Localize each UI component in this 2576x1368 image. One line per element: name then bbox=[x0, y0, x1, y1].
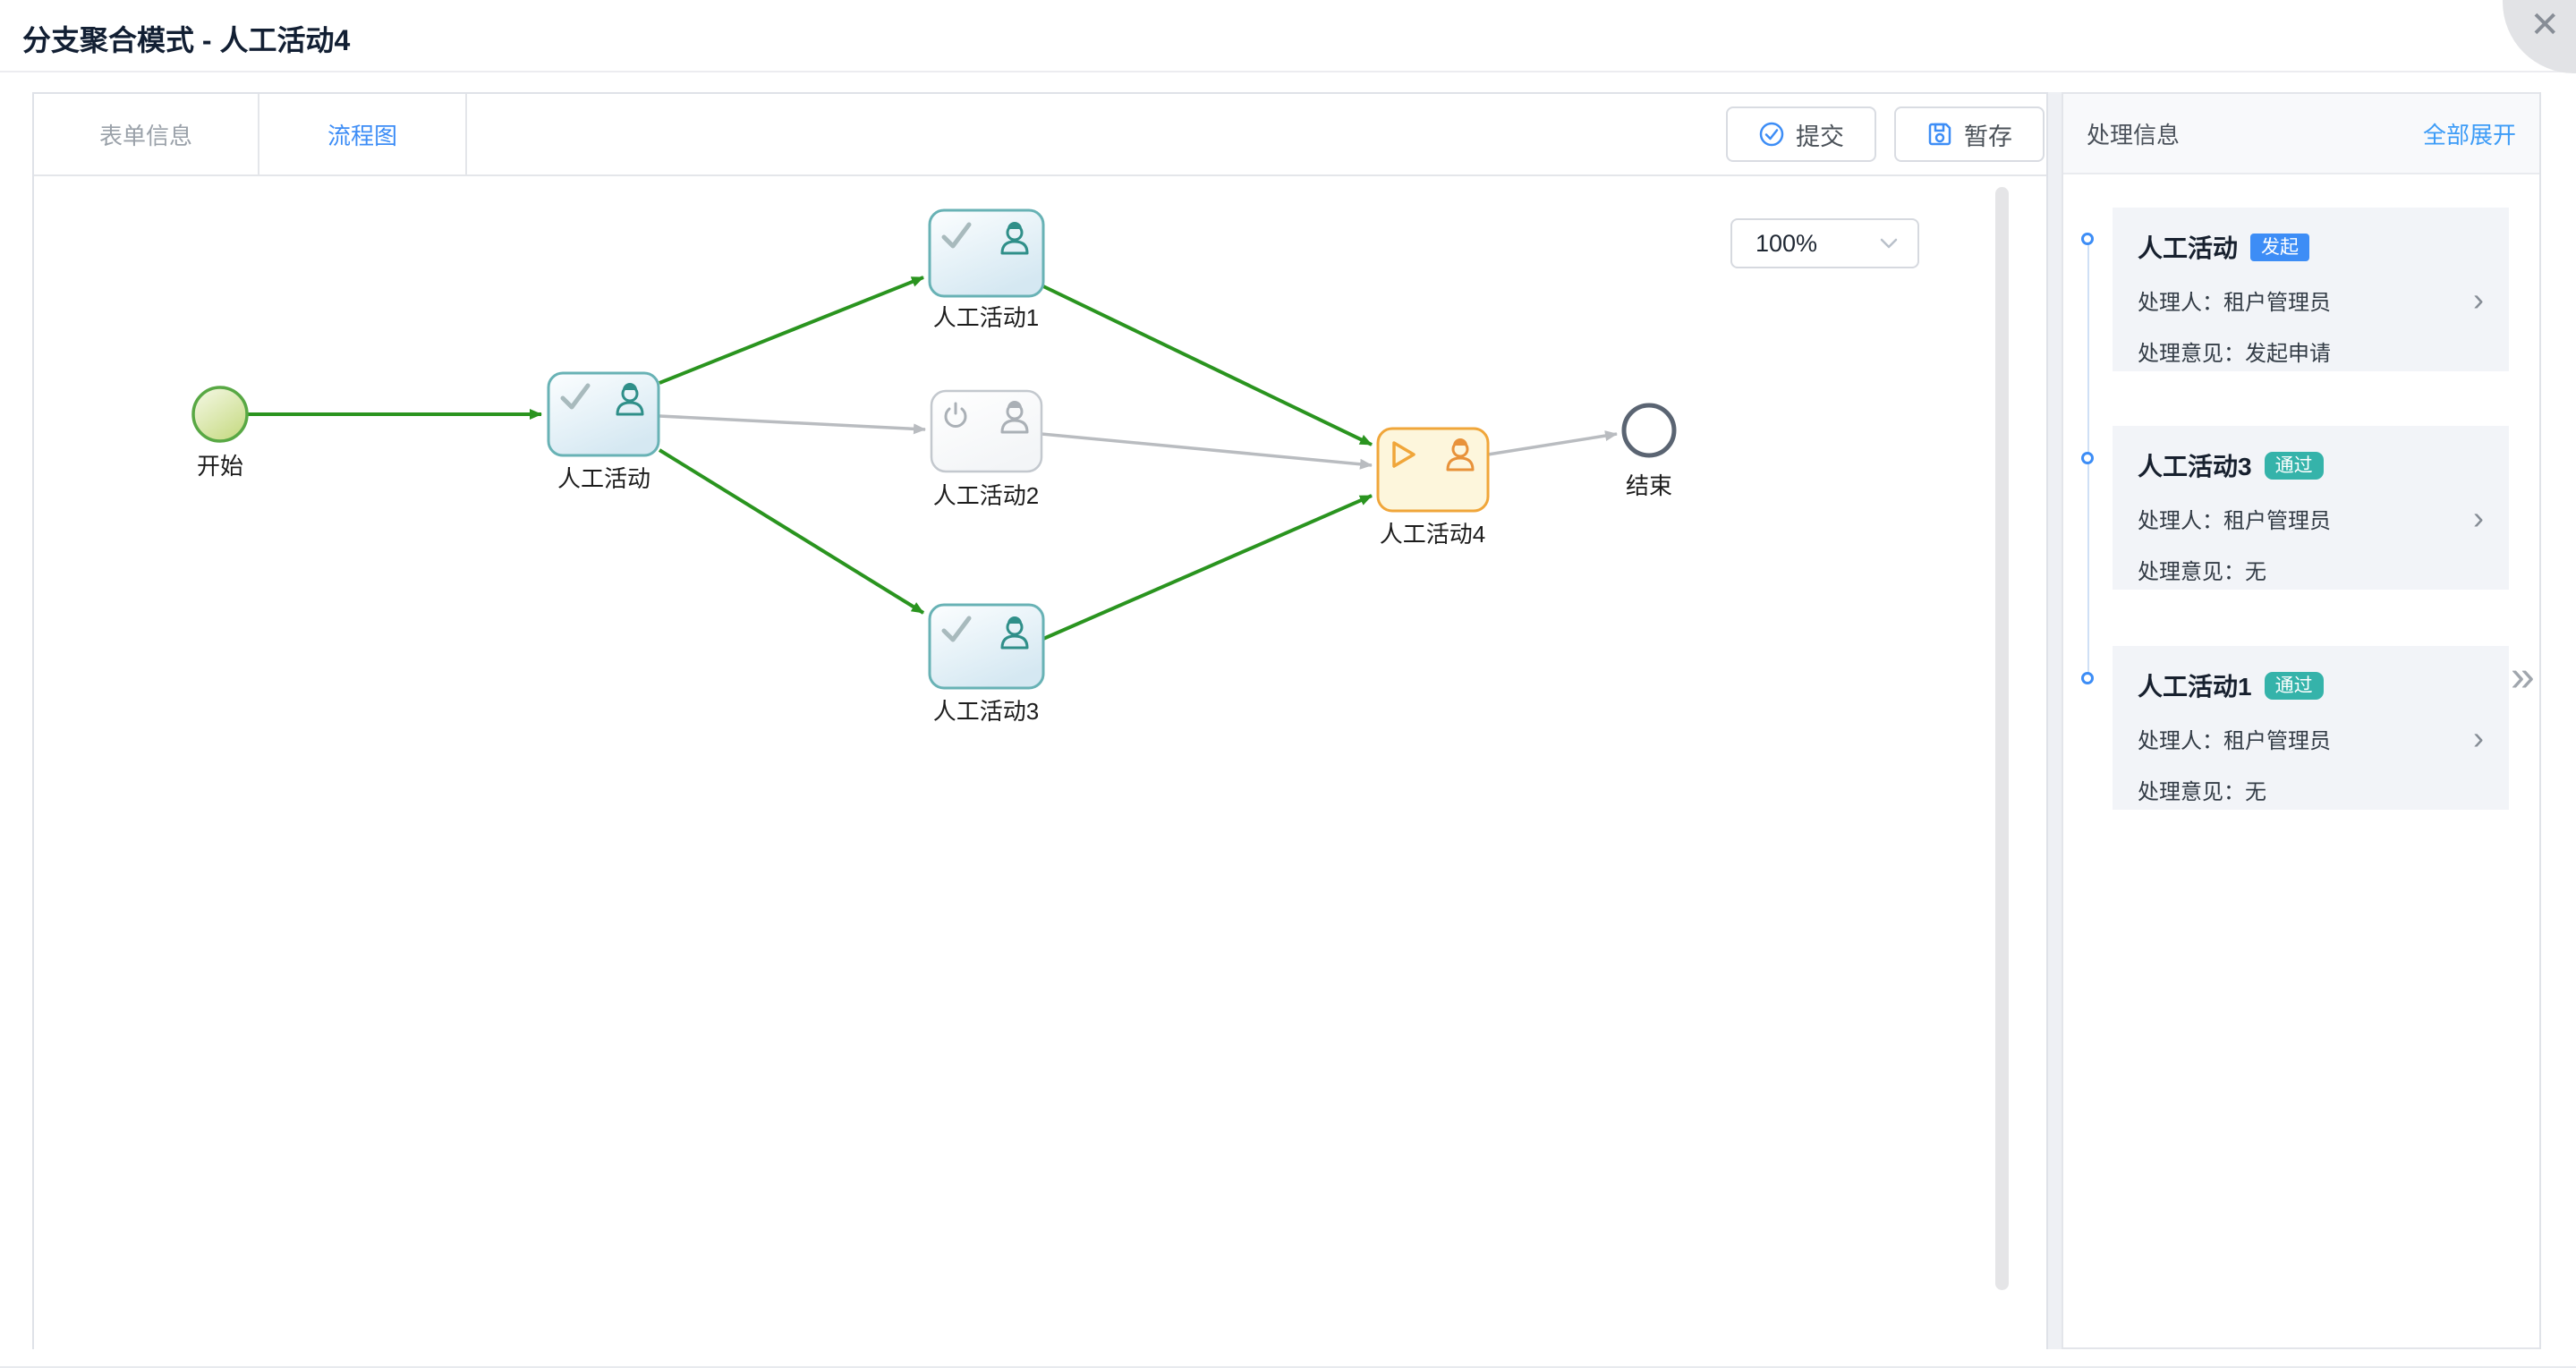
flow-edges bbox=[248, 276, 1618, 641]
edge-act-act1 bbox=[659, 276, 924, 385]
entry-title: 人工活动1 bbox=[2138, 673, 2252, 701]
flow-node-act4-label: 人工活动4 bbox=[1380, 521, 1485, 548]
handler-row: 处理人：租户管理员 › bbox=[2138, 499, 2484, 536]
edge-act-act3 bbox=[658, 448, 925, 615]
tab-form-info[interactable]: 表单信息 bbox=[34, 94, 259, 174]
entry-title: 人工活动 bbox=[2138, 234, 2239, 262]
flow-node-act[interactable]: 人工活动 bbox=[547, 371, 660, 492]
opinion-label: 处理意见： bbox=[2138, 780, 2245, 804]
submit-button-label: 提交 bbox=[1796, 123, 1844, 150]
flow-node-end-label: 结束 bbox=[1626, 472, 1672, 499]
right-edge-divider bbox=[2539, 92, 2541, 1349]
edge-act2-act4 bbox=[1041, 432, 1373, 470]
tab-flow-chart-label: 流程图 bbox=[327, 122, 397, 149]
check-icon bbox=[560, 383, 591, 410]
tab-flow-chart[interactable]: 流程图 bbox=[259, 94, 467, 174]
edge-act3-act4 bbox=[1042, 494, 1373, 641]
user-icon bbox=[1000, 616, 1029, 650]
status-badge: 通过 bbox=[2264, 671, 2324, 700]
collapse-panel-icon[interactable]: » bbox=[2511, 653, 2535, 701]
check-icon bbox=[941, 222, 972, 249]
status-badge: 发起 bbox=[2250, 233, 2310, 261]
status-badge: 通过 bbox=[2264, 451, 2324, 480]
timeline-dot bbox=[2081, 233, 2094, 245]
chevron-right-icon[interactable]: › bbox=[2473, 719, 2484, 756]
user-icon bbox=[616, 383, 644, 416]
process-entry-card[interactable]: 人工活动1 通过 处理人：租户管理员 › 处理意见：无 bbox=[2113, 646, 2509, 810]
process-entry-card[interactable]: 人工活动 发起 处理人：租户管理员 › 处理意见：发起申请 bbox=[2113, 208, 2509, 371]
handler-row: 处理人：租户管理员 › bbox=[2138, 281, 2484, 318]
flow-node-act1[interactable]: 人工活动1 bbox=[928, 208, 1045, 331]
edge-act1-act4 bbox=[1042, 285, 1373, 446]
submit-button[interactable]: 提交 bbox=[1726, 106, 1876, 162]
timeline-dot bbox=[2081, 452, 2094, 464]
handler-label: 处理人： bbox=[2138, 291, 2223, 315]
save-draft-button-label: 暂存 bbox=[1964, 123, 2012, 150]
zoom-level-select[interactable]: 100% bbox=[1730, 218, 1919, 268]
entry-title: 人工活动3 bbox=[2138, 453, 2252, 480]
flow-node-act3[interactable]: 人工活动3 bbox=[928, 603, 1045, 725]
expand-all-link[interactable]: 全部展开 bbox=[2422, 121, 2516, 149]
toolbar: 提交 暂存 bbox=[1726, 94, 2046, 174]
handler-value: 租户管理员 bbox=[2223, 509, 2331, 533]
dialog-header: 分支聚合模式 - 人工活动4 bbox=[0, 0, 2576, 72]
flow-node-start-label: 开始 bbox=[197, 453, 243, 480]
opinion-value: 无 bbox=[2245, 780, 2266, 804]
flow-card: 表单信息 流程图 提交 bbox=[32, 92, 2048, 1349]
opinion-row: 处理意见：无 bbox=[2138, 774, 2484, 805]
flow-node-act1-label: 人工活动1 bbox=[933, 304, 1039, 331]
handler-label: 处理人： bbox=[2138, 729, 2223, 753]
flow-node-act4[interactable]: 人工活动4 bbox=[1376, 427, 1490, 548]
flow-canvas[interactable]: 开始 人工活动 bbox=[34, 176, 2046, 1349]
user-icon bbox=[1000, 222, 1029, 255]
save-draft-button[interactable]: 暂存 bbox=[1894, 106, 2045, 162]
check-icon bbox=[941, 616, 972, 642]
flow-node-act-label: 人工活动 bbox=[557, 465, 650, 492]
processing-info-panel: 处理信息 全部展开 人工活动 发起 处理人：租户管理员 › 处理意见：发起申请 bbox=[2062, 92, 2541, 1349]
opinion-label: 处理意见： bbox=[2138, 342, 2245, 366]
timeline-dot bbox=[2081, 672, 2094, 684]
close-icon[interactable]: ✕ bbox=[2529, 5, 2560, 45]
chevron-right-icon[interactable]: › bbox=[2473, 281, 2484, 318]
opinion-value: 无 bbox=[2245, 560, 2266, 584]
flow-node-start[interactable]: 开始 bbox=[191, 386, 249, 480]
handler-row: 处理人：租户管理员 › bbox=[2138, 719, 2484, 756]
panel-gutter bbox=[2048, 92, 2062, 1349]
flow-node-act3-label: 人工活动3 bbox=[933, 698, 1039, 725]
tab-bar: 表单信息 流程图 提交 bbox=[34, 94, 2046, 176]
page-title: 分支聚合模式 - 人工活动4 bbox=[22, 24, 351, 56]
opinion-label: 处理意见： bbox=[2138, 560, 2245, 584]
tabbar-spacer bbox=[467, 94, 1726, 174]
handler-value: 租户管理员 bbox=[2223, 291, 2331, 315]
processing-info-header: 处理信息 全部展开 bbox=[2063, 94, 2539, 174]
opinion-row: 处理意见：发起申请 bbox=[2138, 336, 2484, 367]
flow-diagram: 开始 人工活动 bbox=[191, 208, 1677, 725]
check-circle-icon bbox=[1759, 122, 1784, 147]
user-icon bbox=[1446, 438, 1475, 472]
handler-label: 处理人： bbox=[2138, 509, 2223, 533]
canvas-scrollbar[interactable] bbox=[1995, 187, 2009, 1290]
flow-node-end[interactable]: 结束 bbox=[1621, 403, 1677, 499]
handler-value: 租户管理员 bbox=[2223, 729, 2331, 753]
play-icon bbox=[1392, 441, 1416, 468]
zoom-level-value: 100% bbox=[1756, 229, 1818, 257]
flow-node-act2[interactable]: 人工活动2 bbox=[930, 389, 1043, 509]
chevron-right-icon[interactable]: › bbox=[2473, 499, 2484, 536]
opinion-value: 发起申请 bbox=[2245, 342, 2331, 366]
edge-act4-end bbox=[1487, 430, 1618, 456]
edge-act-act2 bbox=[659, 414, 926, 435]
process-entry-card[interactable]: 人工活动3 通过 处理人：租户管理员 › 处理意见：无 bbox=[2113, 426, 2509, 590]
opinion-row: 处理意见：无 bbox=[2138, 554, 2484, 585]
chevron-down-icon bbox=[1880, 238, 1898, 249]
tab-form-info-label: 表单信息 bbox=[98, 122, 192, 149]
floppy-save-icon bbox=[1928, 123, 1951, 146]
processing-info-title: 处理信息 bbox=[2087, 121, 2181, 149]
flow-node-act2-label: 人工活动2 bbox=[933, 482, 1039, 509]
power-icon bbox=[944, 402, 967, 428]
user-icon bbox=[1000, 401, 1029, 434]
